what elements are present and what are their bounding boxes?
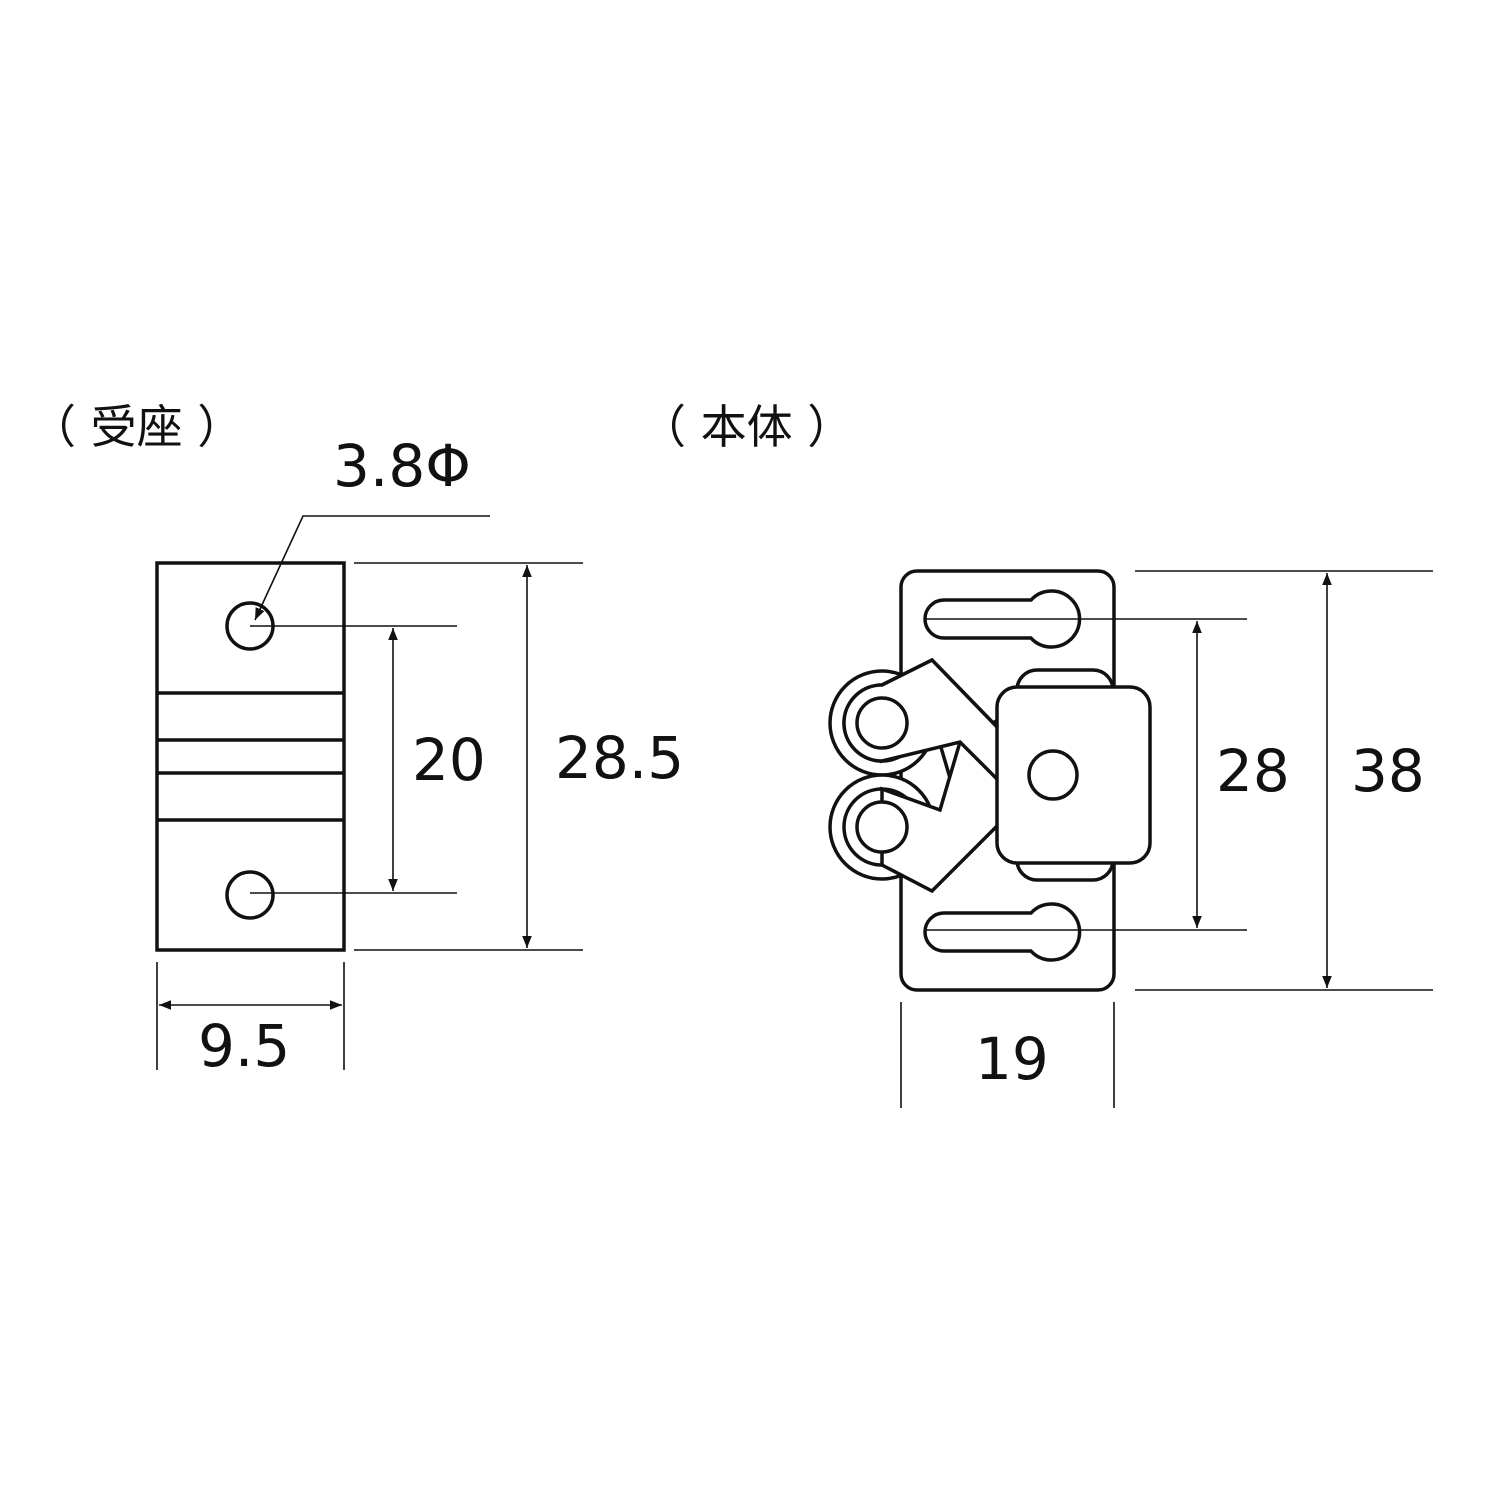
body-view: （ 本体 ） 28 38 19: [640, 400, 1433, 1108]
receiver-view: （ 受座 ） 3.8Φ 20 28.5 9.5: [30, 400, 684, 1080]
receiver-pitch-label: 20: [412, 726, 486, 794]
body-title: （ 本体 ）: [640, 400, 853, 454]
receiver-title: （ 受座 ）: [30, 400, 243, 454]
housing-block: [995, 685, 1152, 865]
keyhole-slot: [923, 589, 1082, 649]
receiver-hole: [225, 870, 275, 920]
hole-diameter-label: 3.8Φ: [333, 432, 471, 500]
receiver-height-label: 28.5: [555, 724, 684, 792]
body-width-label: 19: [975, 1025, 1049, 1093]
body-slot-pitch-label: 28: [1216, 737, 1290, 805]
hole-leader-line: [254, 515, 490, 621]
receiver-width-label: 9.5: [198, 1012, 290, 1080]
roller-axle: [855, 800, 909, 854]
receiver-plate: [155, 561, 346, 952]
center-hole: [1027, 749, 1079, 801]
roller-axle: [855, 696, 909, 750]
body-height-label: 38: [1351, 737, 1425, 805]
